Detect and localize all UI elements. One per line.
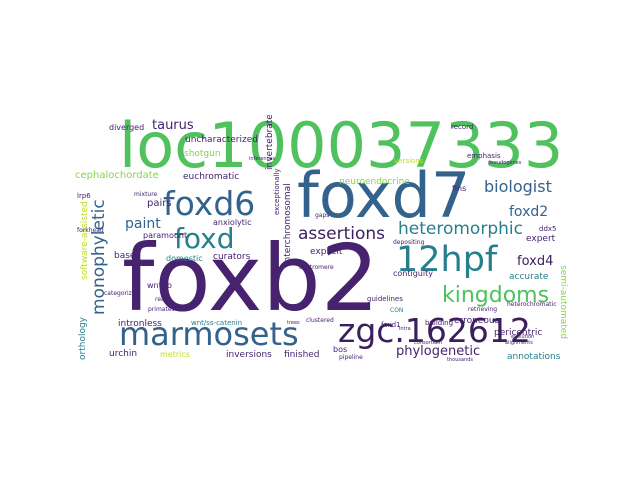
word-intra: intra — [399, 326, 411, 332]
word-primates: primates — [148, 306, 175, 313]
word-record: record — [451, 123, 474, 131]
word-foxd7: foxd7 — [297, 159, 471, 232]
word-mixture: mixture — [134, 191, 158, 198]
word-orthology: orthology — [78, 317, 88, 360]
word-building: building — [425, 319, 454, 327]
word-thousands: thousands — [447, 357, 473, 363]
word-marmosets: marmosets — [119, 315, 299, 353]
word-wnt-catenin: wnt/ss-catenin — [191, 319, 243, 327]
word-fins: fins — [452, 184, 467, 193]
word-foxd2: foxd2 — [509, 204, 549, 220]
word-pseudogenes: pseudogenes — [488, 160, 522, 166]
word-finished: finished — [284, 350, 320, 360]
word-centromere: centromere — [299, 264, 334, 271]
word-pericentric: pericentric — [494, 328, 543, 338]
word-exceptionally: exceptionally — [273, 168, 281, 215]
word-interchromosomal: interchromosomal — [283, 183, 293, 265]
word-clustered: clustered — [306, 317, 334, 324]
word-explicit: explicit — [310, 247, 343, 257]
word-12hpf: 12hpf — [396, 240, 498, 280]
word-wnt7b: wnt7b — [147, 281, 172, 290]
word-heteromorphic: heteromorphic — [398, 219, 523, 239]
word-taurus: taurus — [152, 118, 194, 133]
word-domestic: domestic — [166, 254, 203, 263]
word-diverged: diverged — [109, 123, 145, 132]
word-gaps: gaps — [315, 212, 330, 219]
word-foxb2: foxb2 — [122, 225, 380, 332]
word-euchromatic: euchromatic — [183, 172, 240, 182]
word-pairs: pairs — [147, 198, 172, 209]
word-neuroendocrine: neuroendocrine — [339, 177, 410, 187]
word-bos: bos — [333, 345, 348, 354]
word-uncharacterized: uncharacterized — [185, 135, 258, 145]
word-paint: paint — [125, 216, 161, 232]
word-semi-automated: semi-automated — [558, 265, 568, 340]
word-evolution: evolution — [511, 334, 535, 340]
word-contiguity: contiguity — [393, 269, 433, 278]
word-erroneous: erroneous — [454, 316, 500, 326]
word-foxd: foxd — [174, 222, 235, 255]
word-foxd1: foxd1 — [381, 321, 401, 329]
word-curators: curators — [213, 252, 251, 262]
word-metrics: metrics — [160, 350, 190, 359]
word-annotations: annotations — [507, 352, 561, 362]
word-heterochromatic: heterochromatic — [507, 301, 557, 308]
word-cephalochordate: cephalochordate — [75, 170, 159, 181]
word-guidelines: guidelines — [367, 295, 403, 303]
word-zgc: zgc.162612 — [338, 311, 531, 350]
word-foxd6: foxd6 — [163, 184, 256, 223]
word-biologist: biologist — [484, 177, 552, 196]
word-depositing: depositing — [393, 239, 425, 246]
word-base: base — [114, 251, 136, 261]
word-categorized: categorized — [104, 290, 140, 297]
word-urchin: urchin — [109, 349, 138, 359]
word-software-assisted: software-assisted — [80, 201, 90, 280]
word-loc100037333: loc100037333 — [119, 115, 564, 182]
word-pipeline: pipeline — [339, 354, 363, 361]
word-forkhead: forkhead — [77, 227, 104, 234]
word-retrieving: retrieving — [468, 306, 498, 313]
word-expert: expert — [526, 234, 556, 244]
word-intronless: intronless — [118, 319, 162, 329]
word-foxd4: foxd4 — [517, 254, 554, 269]
word-cloud: foxb2 loc100037333 foxd7 marmosets zgc.1… — [71, 115, 569, 365]
word-ddx5: ddx5 — [539, 225, 557, 233]
word-trees: trees — [287, 320, 300, 326]
word-lrp6: lrp6 — [77, 192, 91, 200]
word-accurate: accurate — [509, 272, 549, 282]
word-inversions: inversions — [226, 350, 272, 360]
word-monophyletic: monophyletic — [89, 199, 109, 315]
word-anxiolytic: anxiolytic — [213, 218, 252, 227]
word-alignments: alignments — [505, 340, 533, 346]
word-inferences: inferences — [249, 156, 276, 162]
word-consortium: consortium — [414, 340, 443, 346]
word-shotgun: shotgun — [184, 149, 221, 159]
word-assertions: assertions — [298, 224, 386, 244]
word-emphasis: emphasis — [467, 152, 501, 160]
word-paramount: paramount — [143, 231, 188, 240]
word-phylogenetic: phylogenetic — [396, 344, 481, 359]
word-reads: reads — [155, 296, 172, 303]
word-versions: versions — [394, 157, 424, 165]
word-con: CON — [390, 307, 404, 314]
word-kingdoms: kingdoms — [442, 283, 550, 308]
